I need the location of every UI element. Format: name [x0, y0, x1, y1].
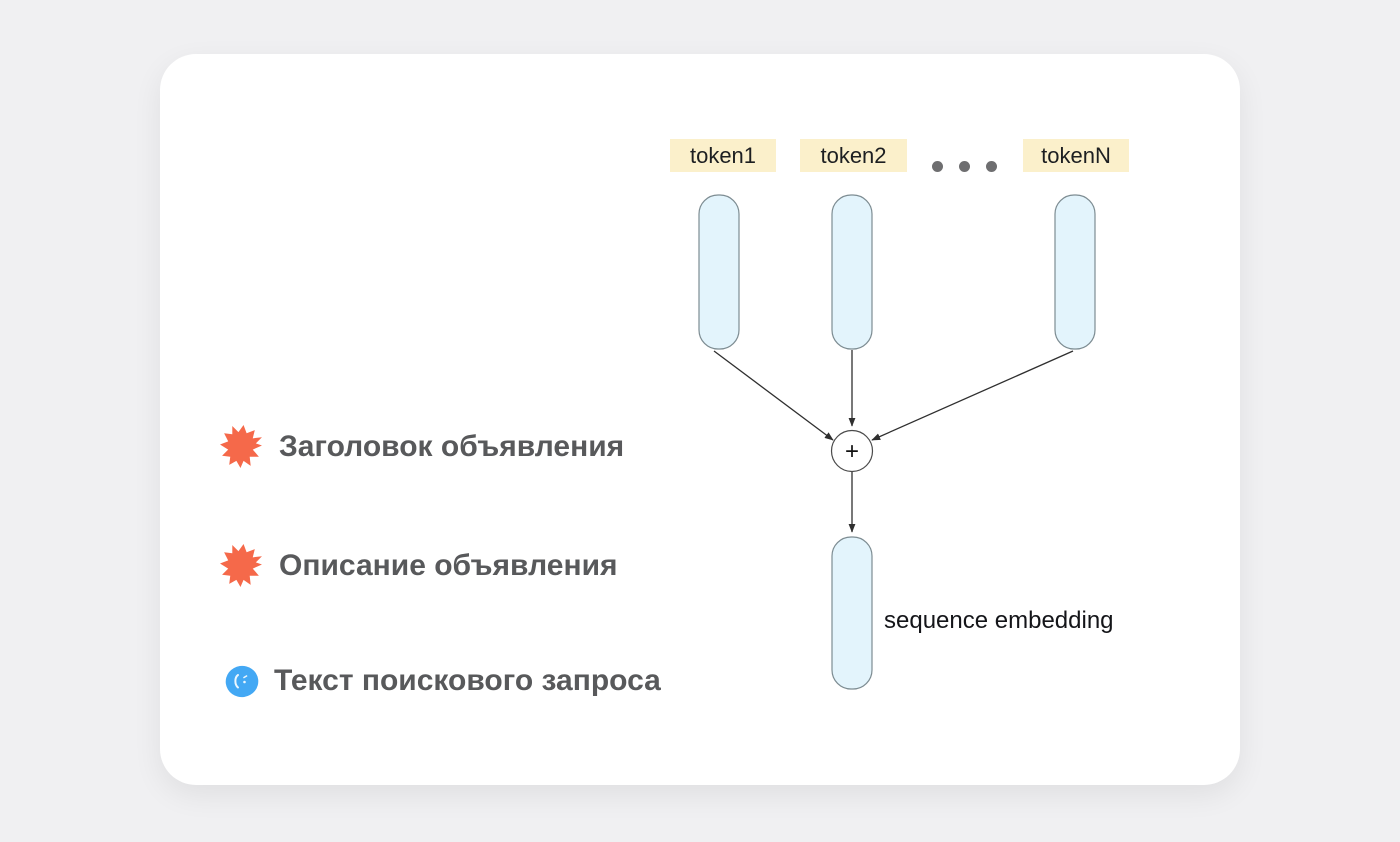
starburst-icon — [220, 425, 262, 468]
token2-label: token2 — [800, 139, 907, 172]
token1-label: token1 — [670, 139, 776, 172]
starburst-icon — [220, 544, 262, 587]
token1-embedding-pill — [698, 194, 740, 350]
token2-embedding-pill — [831, 194, 873, 350]
arrow-tokenN-to-sum — [871, 350, 1074, 441]
scribble-circle-icon — [225, 665, 259, 697]
ellipsis-dot — [986, 161, 997, 172]
legend-item-ad-title: Заголовок объявления — [219, 425, 624, 468]
content-card — [160, 54, 1240, 785]
sum-node-circle — [830, 429, 874, 473]
legend-label-ad-title: Заголовок объявления — [279, 429, 625, 463]
legend-item-search-query: Текст поискового запроса — [225, 664, 661, 698]
ellipsis-dot — [932, 161, 943, 172]
tokenN-label: tokenN — [1023, 139, 1129, 172]
sequence-embedding-label: sequence embedding — [884, 607, 1114, 634]
sequence-embedding-pill — [831, 536, 873, 690]
tokenN-embedding-pill — [1054, 194, 1096, 350]
ellipsis-dot — [959, 161, 970, 172]
plus-operator-label: + — [845, 438, 859, 465]
legend-item-ad-description: Описание объявления — [219, 544, 618, 587]
arrow-token1-to-sum — [713, 350, 834, 441]
ellipsis-dots-icon — [932, 161, 997, 172]
legend-label-search-query: Текст поискового запроса — [274, 664, 661, 697]
legend-label-ad-description: Описание объявления — [279, 548, 618, 582]
